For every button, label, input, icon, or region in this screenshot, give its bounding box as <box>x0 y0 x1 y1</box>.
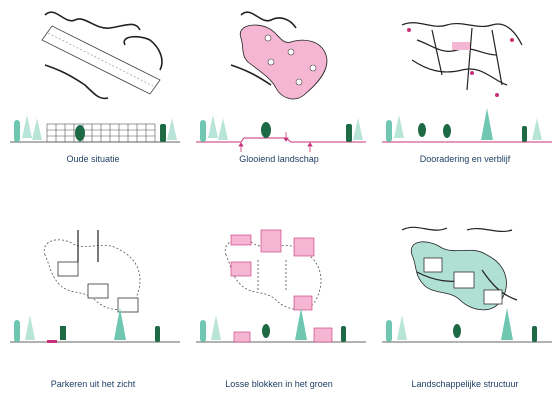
pink-hill-blob <box>239 24 328 100</box>
wavy-road-top <box>240 11 297 29</box>
parkeren-diagram <box>10 230 180 343</box>
panel-dooradering: Dooradering en verblijf <box>372 0 558 200</box>
pink-section-blocks <box>233 327 333 343</box>
tree-group-right <box>160 118 177 142</box>
caption-losse-blokken: Losse blokken in het groen <box>225 379 333 389</box>
dark-trees <box>418 108 493 140</box>
tree-group-left <box>200 115 228 142</box>
path-network <box>401 22 523 91</box>
glooiend-landschap-diagram <box>196 11 366 152</box>
losse-blokken-diagram <box>196 229 366 343</box>
parking-marker <box>47 340 57 343</box>
pink-plaza <box>452 42 470 50</box>
oude-situatie-diagram <box>10 11 180 143</box>
rolling-ground <box>196 137 366 143</box>
wavy-road-bottom <box>230 64 272 86</box>
trees <box>200 308 346 342</box>
panel-glooiend-landschap: Glooiend landschap <box>186 0 372 200</box>
wavy-road-right <box>123 35 163 71</box>
wavy-road-bottom <box>44 64 109 100</box>
wavy-road-top <box>44 11 141 31</box>
outline-blob <box>224 239 322 310</box>
panel-structuur: Landschappelijke structuur <box>372 200 558 400</box>
dark-tree <box>261 122 271 138</box>
tree-group-right <box>346 118 363 142</box>
trees <box>386 308 537 342</box>
outline-blob <box>43 239 141 310</box>
panel-losse-blokken: Losse blokken in het groen <box>186 200 372 400</box>
tree-group-right <box>522 118 542 142</box>
panel-parkeren: Parkeren uit het zicht <box>0 200 186 400</box>
caption-dooradering: Dooradering en verblijf <box>419 154 511 164</box>
panel-oude-situatie: Oude situatie <box>0 0 186 200</box>
caption-parkeren: Parkeren uit het zicht <box>50 379 136 389</box>
tree-group-left <box>14 115 42 142</box>
node-markers <box>407 28 514 97</box>
pink-arrows <box>238 132 313 152</box>
tree-group-left <box>386 115 404 142</box>
structuur-diagram <box>382 226 552 343</box>
grid-building <box>46 123 156 143</box>
caption-structuur: Landschappelijke structuur <box>411 379 519 389</box>
path-network <box>401 226 518 301</box>
dark-tree <box>75 125 85 142</box>
caption-oude-situatie: Oude situatie <box>66 154 120 164</box>
caption-glooiend-landschap: Glooiend landschap <box>239 154 319 164</box>
trees <box>14 308 160 342</box>
dooradering-diagram <box>382 22 552 143</box>
old-building-block <box>41 25 161 95</box>
